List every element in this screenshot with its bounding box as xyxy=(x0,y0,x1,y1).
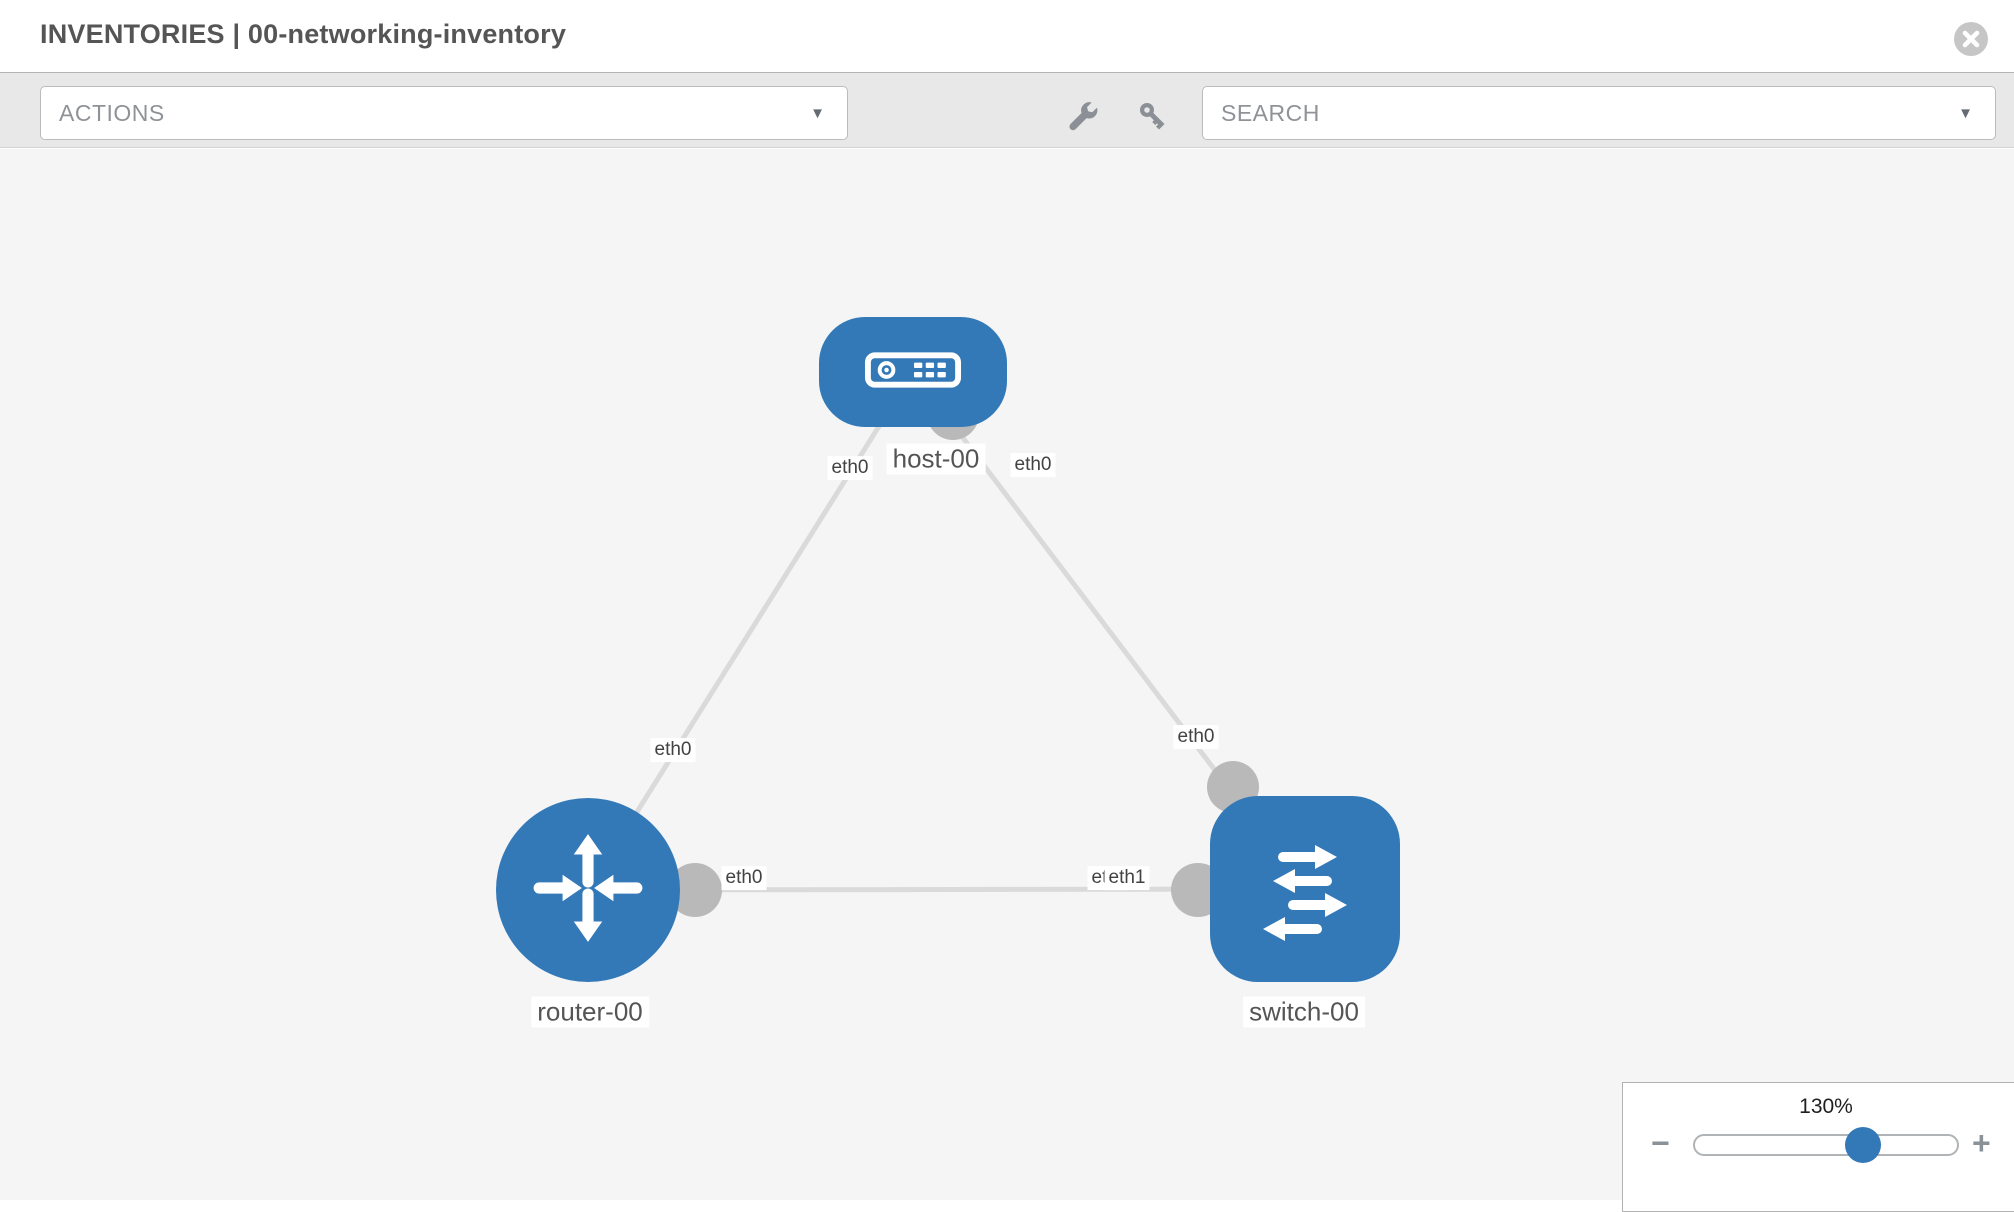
zoom-slider-thumb[interactable] xyxy=(1844,1127,1881,1163)
wrench-icon[interactable] xyxy=(1066,99,1100,138)
switch-icon xyxy=(1245,827,1365,952)
links-layer xyxy=(585,370,1307,893)
search-dropdown[interactable]: SEARCH ▼ xyxy=(1202,86,1996,140)
actions-dropdown-label: ACTIONS xyxy=(59,99,165,126)
zoom-out-button[interactable]: − xyxy=(1651,1125,1670,1161)
toolbar: ACTIONS ▼ SEARCH ▼ xyxy=(0,72,2014,148)
search-dropdown-label: SEARCH xyxy=(1221,99,1320,126)
close-icon xyxy=(1962,30,1980,48)
zoom-in-button[interactable]: + xyxy=(1972,1125,1991,1161)
zoom-panel: 130% − + xyxy=(1622,1082,2014,1212)
node-label-host-00: host-00 xyxy=(886,443,986,475)
node-label-router-00: router-00 xyxy=(531,996,649,1028)
port-label-eth0-1: eth0 xyxy=(1010,453,1056,477)
port-label-eth0-4: eth0 xyxy=(721,866,767,890)
header: INVENTORIES | 00-networking-inventory xyxy=(0,0,2014,72)
zoom-level-value: 130% xyxy=(1799,1095,1853,1118)
node-label-switch-00: switch-00 xyxy=(1243,996,1365,1028)
chevron-down-icon: ▼ xyxy=(810,104,825,122)
node-switch-00[interactable] xyxy=(1210,796,1400,982)
node-router-00[interactable] xyxy=(496,798,680,982)
port-label-eth1-6: eth1 xyxy=(1104,866,1150,890)
port-label-eth0-2: eth0 xyxy=(650,738,696,762)
actions-dropdown[interactable]: ACTIONS ▼ xyxy=(40,86,848,140)
chevron-down-icon: ▼ xyxy=(1958,104,1973,122)
port-label-eth0-0: eth0 xyxy=(827,456,873,480)
topology-canvas[interactable]: host-00 router-00 switch-00 eth0 eth0 eth0 eth… xyxy=(0,149,2014,1200)
host-icon xyxy=(864,350,962,395)
port-label-eth0-3: eth0 xyxy=(1173,725,1219,749)
node-host-00[interactable] xyxy=(819,317,1007,427)
zoom-slider-track[interactable] xyxy=(1693,1127,1959,1163)
close-button[interactable] xyxy=(1954,22,1988,56)
page-title: INVENTORIES | 00-networking-inventory xyxy=(40,19,567,49)
key-icon[interactable] xyxy=(1136,99,1170,138)
router-icon xyxy=(527,827,649,954)
